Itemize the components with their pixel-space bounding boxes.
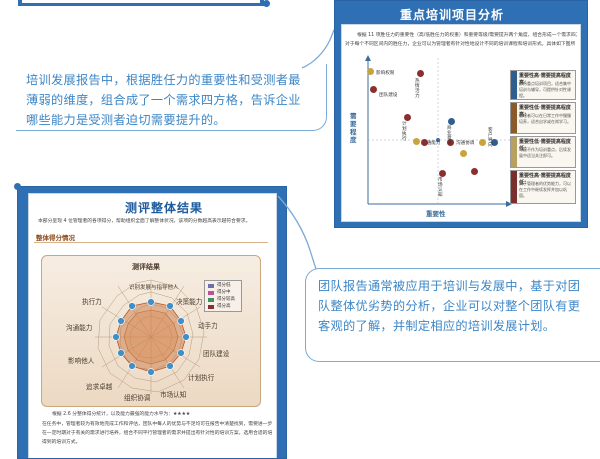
quadrant-title: 重要性低·需要提高程度高： xyxy=(519,105,571,118)
quadrant-desc: 管理者可以在日常工作中慢慢培养，适合自学或在岗学习。 xyxy=(519,113,571,124)
quadrant-color-bar xyxy=(511,171,517,203)
right-callout-text: 团队报告通常被应用于培训与发展中，基于对团队整体优劣势的分析，企业可以对整个团队… xyxy=(318,279,581,333)
point-dot xyxy=(448,118,455,125)
radar-axis-label: 决策能力 xyxy=(176,298,203,306)
point-dot xyxy=(460,150,467,157)
radar-title: 测评结果 xyxy=(132,263,160,271)
training-scatter xyxy=(365,55,512,207)
point-label: 团队建设 xyxy=(379,93,398,98)
evaluation-connector-dot xyxy=(14,183,21,190)
quadrant-legend-item: 重要性高·需要提高程度高： 即为重点培训项目，适合集中培训与辅导，可提供针对性课… xyxy=(510,70,576,100)
legend-swatch xyxy=(208,305,214,309)
training-panel-title: 重点培训项目分析 xyxy=(400,8,505,22)
radar-axis-label: 团队建设 xyxy=(203,350,230,358)
connector-dot xyxy=(263,0,270,7)
quadrant-color-bar xyxy=(511,71,517,99)
evaluation-intro: 本部分呈现 4 位管理者的各项得分，帮助组织全面了解整体状况，该项的分数越高表示… xyxy=(38,219,251,224)
point-dot xyxy=(439,170,446,177)
top-panel-edge xyxy=(18,0,264,6)
evaluation-footer-line: 根据 2.6 分整体得分统计，以及能力最强的能力水平为：★★★★ xyxy=(52,412,191,417)
radar-chart xyxy=(95,279,207,394)
point-dot xyxy=(370,86,377,93)
y-axis-label: 需要程度 xyxy=(350,112,357,144)
radar-axis-label: 追求卓越 xyxy=(86,383,113,391)
quadrant-title: 重要性高·需要提高程度低： xyxy=(519,173,571,186)
point-dot xyxy=(413,138,420,145)
left-callout-box xyxy=(16,64,327,131)
quadrant-title: 重要性高·需要提高程度高： xyxy=(519,73,571,86)
radar-legend: 得分低 得分中 得分较高 得分高 xyxy=(204,280,242,312)
quadrant-desc: 可暂不作为培训重点，后续发展中适当关注即可。 xyxy=(519,147,571,158)
radar-axis-label: 沟通能力 xyxy=(66,324,93,332)
point-dot xyxy=(367,68,374,75)
training-intro-line1: 根据 11 项胜任力的重要性（高/低胜任力的权重）和重要等级/需要提升两个角度，… xyxy=(357,33,577,38)
legend-swatch xyxy=(208,284,214,288)
point-label: 计划执行 xyxy=(402,122,407,142)
legend-label: 得分高 xyxy=(217,304,231,309)
point-dot xyxy=(471,168,478,175)
x-axis-label: 重要性 xyxy=(426,210,446,218)
right-callout-box xyxy=(305,268,600,362)
quadrant-legend-item: 重要性低·需要提高程度高： 管理者可以在日常工作中慢慢培养，适合自学或在岗学习。 xyxy=(510,102,576,134)
legend-swatch xyxy=(208,291,214,295)
legend-label: 得分中 xyxy=(217,290,231,295)
evaluation-footer-line: 在一定时期对于有关的需求进行培养，组合不同平行管理者的需求并提出有针对性的培训方… xyxy=(42,431,272,436)
quadrant-legend-item: 重要性低·需要提高程度低： 可暂不作为培训重点，后续发展中适当关注即可。 xyxy=(510,136,576,168)
evaluation-footer-line: 在任务中，管理者较为有效地完成工作和评估，团队中每人的优势与不足均可在报告中清楚… xyxy=(42,422,272,427)
quadrant-legend-item: 重要性高·需要提高程度低： 属于管理者的优势能力，可以在工作中继续发挥并加以巩固… xyxy=(510,170,576,204)
evaluation-title: 测评整体结果 xyxy=(125,201,204,215)
quadrant-desc: 即为重点培训项目，适合集中培训与辅导，可提供针对性课程。 xyxy=(519,81,571,98)
legend-label: 得分低 xyxy=(217,283,231,288)
quadrant-color-bar xyxy=(511,137,517,167)
point-dot xyxy=(491,139,498,146)
radar-axis-label: 执行力 xyxy=(82,298,102,306)
quadrant-title: 重要性低·需要提高程度低： xyxy=(519,139,571,152)
left-callout-text: 培训发展报告中，根据胜任力的重要性和受测者最薄弱的维度，组合成了一个需求四方格，… xyxy=(26,73,301,127)
legend-swatch xyxy=(208,298,214,302)
point-label: 客户导向 xyxy=(488,128,493,148)
radar-axis-label: 影响他人 xyxy=(68,357,95,365)
quadrant-desc: 属于管理者的优势能力，可以在工作中继续发挥并加以巩固。 xyxy=(519,181,571,198)
training-intro-line2: 对于每个不同区间内的胜任力，企业可以为管理者有针对性地设计不同的培训课程和培训形… xyxy=(345,42,575,47)
point-dot xyxy=(447,139,454,146)
radar-axis-label: 识别发展与指导他人 xyxy=(129,285,179,291)
section-divider xyxy=(34,242,268,243)
top-panel-inner-edge xyxy=(22,0,260,3)
point-label: 热情活力 xyxy=(415,79,420,99)
point-label: 沟通能力 xyxy=(422,141,441,146)
point-dot xyxy=(417,70,424,77)
point-label: 影响权限 xyxy=(376,71,395,76)
quadrant-color-bar xyxy=(511,103,517,133)
point-dot xyxy=(404,114,411,121)
section-label: 整体得分情况 xyxy=(36,234,75,242)
radar-axis-label: 动手力 xyxy=(198,322,218,330)
point-label: 市场认知 xyxy=(438,178,443,198)
point-label: 沟通协调 xyxy=(456,141,475,146)
radar-axis-label: 组织协调 xyxy=(124,394,151,402)
point-dot xyxy=(421,139,428,146)
point-label: 商业意识 xyxy=(447,126,452,146)
radar-axis-label: 计划执行 xyxy=(188,374,215,382)
point-dot xyxy=(479,139,486,146)
radar-axis-label: 市场认知 xyxy=(160,391,187,399)
legend-label: 得分较高 xyxy=(217,297,235,302)
evaluation-footer-line: 得到的培训方式。 xyxy=(42,440,81,445)
